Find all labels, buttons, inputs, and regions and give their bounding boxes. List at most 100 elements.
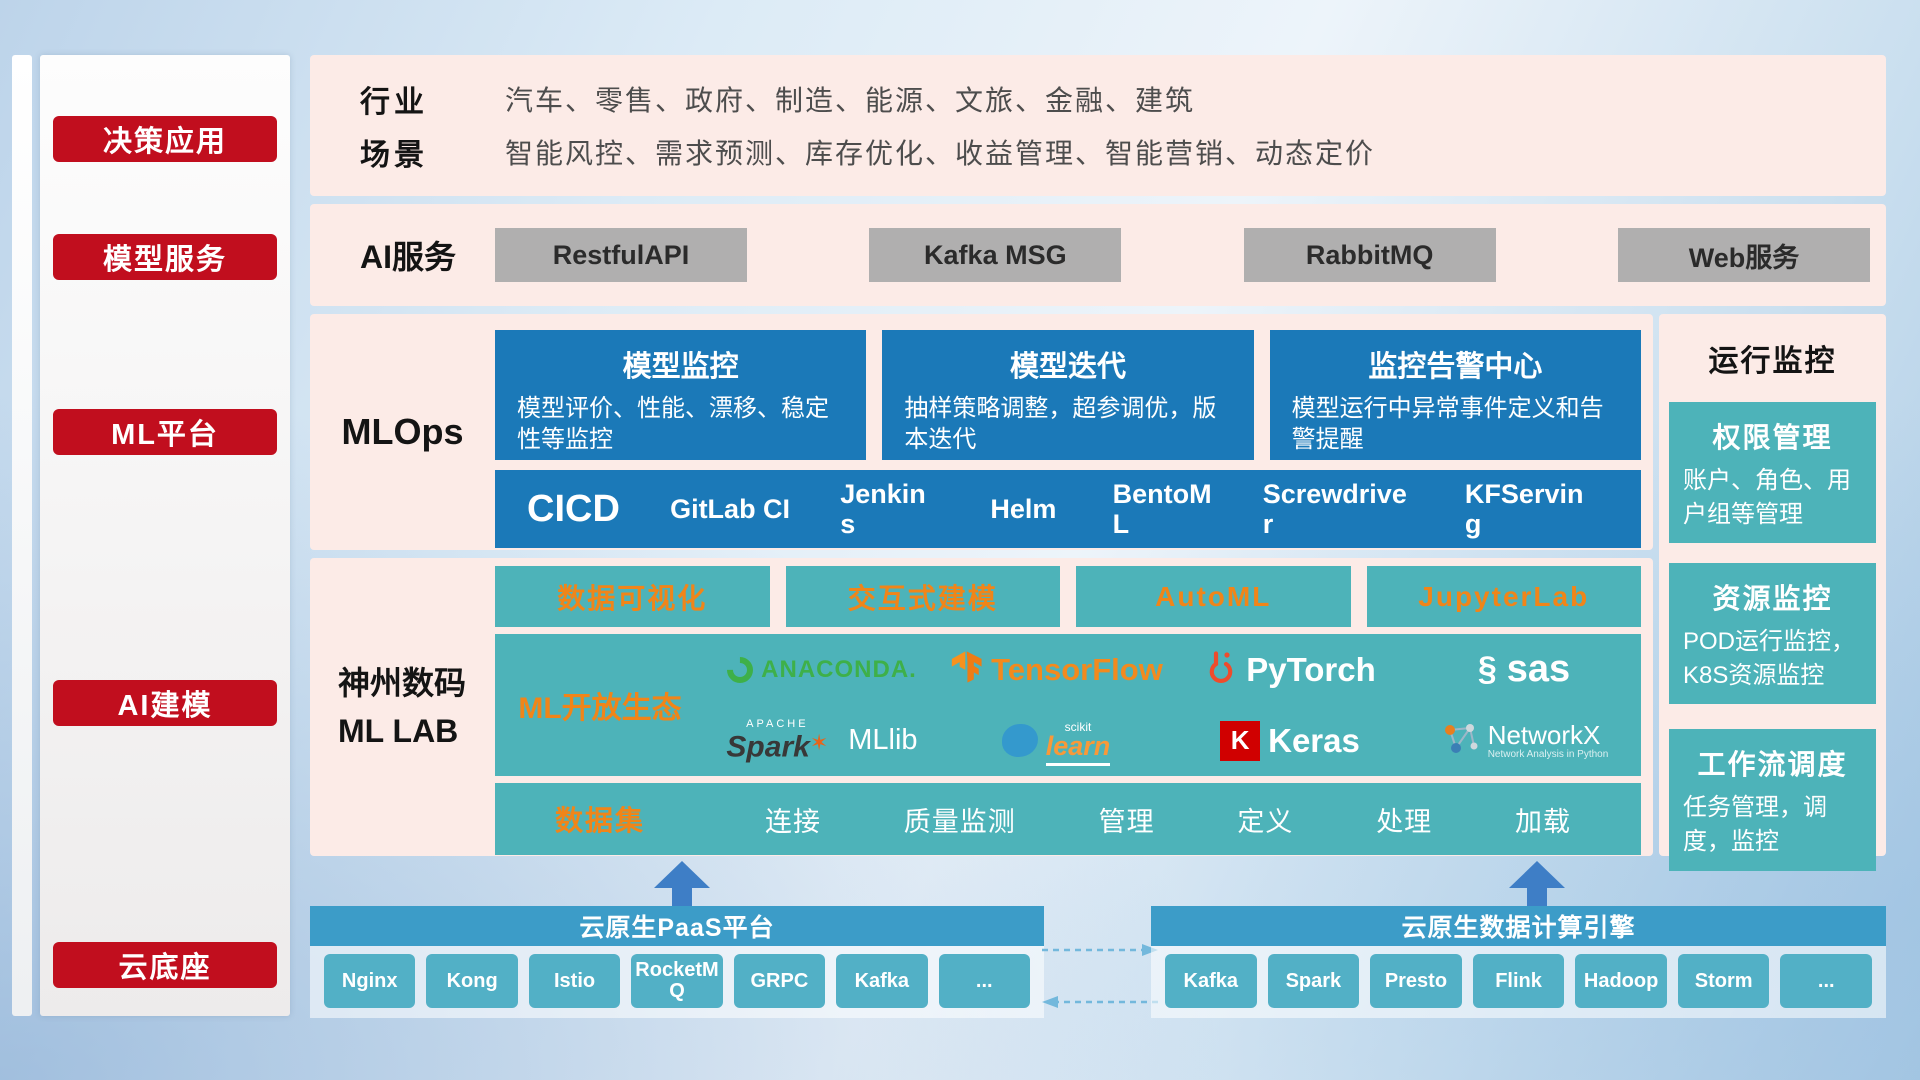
flink-button[interactable]: Flink (1472, 954, 1565, 1008)
kafka-button[interactable]: Kafka (836, 954, 928, 1008)
pytorch-label: PyTorch (1246, 650, 1376, 688)
mllab-content: 数据可视化 交互式建模 AutoML JupyterLab ML开放生态 ANA… (495, 558, 1653, 856)
scikit-learn-logo: scikit learn (939, 720, 1173, 766)
paas-buttons: Nginx Kong Istio RocketMQ GRPC Kafka ... (310, 946, 1044, 1018)
card-desc: POD运行监控，K8S资源监控 (1683, 628, 1856, 689)
industry-panel: 行业 汽车、零售、政府、制造、能源、文旅、金融、建筑 场景 智能风控、需求预测、… (310, 55, 1886, 196)
model-iteration-card: 模型迭代 抽样策略调整，超参调优，版本迭代 (882, 330, 1254, 460)
scikit-label: scikit (1064, 720, 1092, 734)
dataset-item-manage: 管理 (1098, 806, 1155, 837)
web-service-button[interactable]: Web服务 (1617, 228, 1870, 282)
sas-label: sas (1506, 648, 1571, 690)
kong-button[interactable]: Kong (426, 954, 518, 1008)
scenario-row: 场景 智能风控、需求预测、库存优化、收益管理、智能营销、动态定价 (360, 130, 1866, 174)
networkx-label: NetworkX (1487, 719, 1601, 750)
rabbitmq-button[interactable]: RabbitMQ (1243, 228, 1496, 282)
mlops-panel: MLOps 模型监控 模型评价、性能、漂移、稳定性等监控 模型迭代 抽样策略调整… (310, 314, 1653, 550)
more-button[interactable]: ... (938, 954, 1030, 1008)
restful-api-button[interactable]: RestfulAPI (495, 228, 747, 282)
mlops-label: MLOps (341, 411, 464, 452)
runtime-monitoring-panel: 运行监控 权限管理 账户、角色、用户组等管理 资源监控 POD运行监控，K8S资… (1659, 314, 1886, 871)
dataset-item-load: 加载 (1514, 806, 1571, 837)
keras-logo: K Keras (1173, 720, 1407, 761)
networkx-icon (1440, 720, 1480, 761)
grpc-button[interactable]: GRPC (733, 954, 826, 1008)
tensorflow-label: TensorFlow (991, 651, 1163, 687)
dataset-item-process: 处理 (1376, 806, 1433, 837)
card-desc: 模型评价、性能、漂移、稳定性等监控 (517, 395, 829, 454)
pytorch-icon (1204, 648, 1238, 691)
card-title: 模型迭代 (1009, 351, 1126, 383)
resource-monitor-card: 资源监控 POD运行监控，K8S资源监控 (1669, 563, 1876, 705)
spark-mllib-logo: APACHE Spark✶ MLlib (705, 717, 939, 762)
card-title: 工作流调度 (1697, 749, 1848, 781)
cicd-bar: CICD GitLab CI Jenkins Helm BentoML Scre… (495, 470, 1641, 548)
permission-mgmt-card: 权限管理 账户、角色、用户组等管理 (1669, 402, 1876, 544)
ai-service-label: AI服务 (360, 239, 457, 275)
tab-interactive-modeling[interactable]: 交互式建模 (785, 566, 1060, 627)
sidebar-item-ai-modeling[interactable]: AI建模 (53, 680, 277, 726)
mllib-label: MLlib (848, 723, 918, 756)
mlops-content: 模型监控 模型评价、性能、漂移、稳定性等监控 模型迭代 抽样策略调整，超参调优，… (495, 314, 1653, 550)
ecosystem-logos: ANACONDA. TensorFlow (705, 634, 1641, 776)
anaconda-logo: ANACONDA. (705, 651, 939, 688)
screwdriver-item: Screwdriver (1262, 478, 1407, 539)
kafka-engine-button[interactable]: Kafka (1165, 954, 1257, 1008)
gitlab-ci-item: GitLab CI (670, 493, 791, 524)
kfserving-item: KFServing (1464, 478, 1584, 539)
data-engine-block: 云原生数据计算引擎 Kafka Spark Presto Flink Hadoo… (1151, 906, 1886, 1018)
paas-platform-block: 云原生PaaS平台 Nginx Kong Istio RocketMQ GRPC… (310, 906, 1044, 1018)
scikit-learn-badge: scikit learn (1045, 720, 1111, 766)
model-monitor-card: 模型监控 模型评价、性能、漂移、稳定性等监控 (495, 330, 867, 460)
left-accent-strip (12, 55, 32, 1016)
jenkins-item: Jenkins (840, 478, 926, 539)
keras-icon: K (1220, 720, 1261, 761)
networkx-logo: NetworkX Network Analysis in Python (1407, 720, 1641, 761)
helm-item: Helm (990, 493, 1057, 524)
card-desc: 模型运行中异常事件定义和告警提醒 (1291, 395, 1604, 454)
rocketmq-button[interactable]: RocketMQ (631, 954, 723, 1008)
mllab-label-line2: ML LAB (338, 713, 459, 749)
tab-jupyterlab[interactable]: JupyterLab (1366, 566, 1641, 627)
tab-automl[interactable]: AutoML (1076, 566, 1351, 627)
arrow-head (654, 861, 710, 888)
card-title: 资源监控 (1712, 583, 1833, 615)
mllab-label: 神州数码 ML LAB (310, 558, 495, 856)
dataset-label: 数据集 (554, 805, 645, 836)
mlops-cards: 模型监控 模型评价、性能、漂移、稳定性等监控 模型迭代 抽样策略调整，超参调优，… (495, 330, 1641, 460)
sidebar-item-ml-platform[interactable]: ML平台 (53, 409, 277, 455)
kafka-msg-button[interactable]: Kafka MSG (869, 228, 1122, 282)
workflow-schedule-card: 工作流调度 任务管理，调度，监控 (1669, 729, 1876, 871)
scikit-learn-icon (1001, 724, 1038, 757)
mllab-label-line1: 神州数码 (338, 665, 467, 701)
cicd-label: CICD (527, 487, 620, 530)
industry-value: 汽车、零售、政府、制造、能源、文旅、金融、建筑 (505, 85, 1196, 117)
nginx-button[interactable]: Nginx (324, 954, 416, 1008)
data-engine-title: 云原生数据计算引擎 (1151, 906, 1886, 946)
sidebar-item-model-service[interactable]: 模型服务 (53, 234, 277, 280)
hadoop-button[interactable]: Hadoop (1575, 954, 1667, 1008)
anaconda-label: ANACONDA. (761, 655, 917, 683)
alert-center-card: 监控告警中心 模型运行中异常事件定义和告警提醒 (1269, 330, 1641, 460)
scenario-value: 智能风控、需求预测、库存优化、收益管理、智能营销、动态定价 (505, 137, 1376, 169)
keras-label: Keras (1268, 721, 1360, 759)
sidebar-item-decision-apps[interactable]: 决策应用 (53, 116, 277, 162)
storm-button[interactable]: Storm (1677, 954, 1770, 1008)
paas-platform-title: 云原生PaaS平台 (310, 906, 1044, 946)
flow-arrows (1042, 944, 1158, 1008)
mllab-tabs: 数据可视化 交互式建模 AutoML JupyterLab (495, 566, 1641, 627)
spark-star-icon: ✶ (809, 729, 829, 755)
card-title: 模型监控 (622, 351, 739, 383)
apache-label: APACHE (746, 717, 809, 730)
presto-button[interactable]: Presto (1370, 954, 1462, 1008)
industry-label: 行业 (360, 86, 428, 120)
tab-data-visualization[interactable]: 数据可视化 (495, 566, 770, 627)
spark-button[interactable]: Spark (1267, 954, 1360, 1008)
sas-icon: § (1477, 650, 1497, 688)
more-engine-button[interactable]: ... (1780, 954, 1873, 1008)
sidebar-item-cloud-base[interactable]: 云底座 (53, 942, 277, 988)
istio-button[interactable]: Istio (528, 954, 621, 1008)
card-title: 权限管理 (1712, 422, 1833, 453)
arrow-head (1509, 861, 1565, 888)
